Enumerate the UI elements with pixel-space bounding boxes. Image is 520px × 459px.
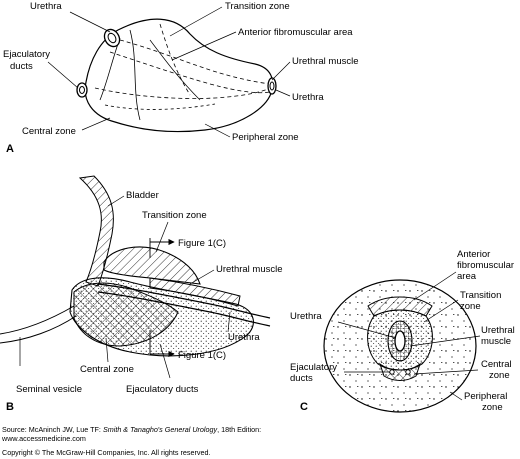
c-label-ejaculatory-1: Ejaculatory — [290, 362, 337, 373]
b-label-seminal-vesicle: Seminal vesicle — [16, 384, 82, 395]
c-label-peripheral-2: zone — [482, 402, 503, 413]
a-label-urethra-top: Urethra — [30, 1, 62, 12]
source-url: www.accessmedicine.com — [2, 434, 86, 443]
c-label-anterior-1: Anterior — [457, 249, 490, 260]
b-label-transition-zone: Transition zone — [142, 210, 207, 221]
b-label-figure-top: Figure 1(C) — [178, 238, 226, 249]
panel-b-urethral-muscle — [149, 277, 241, 307]
source-line: Source: McAninch JW, Lue TF: Smith & Tan… — [2, 425, 261, 434]
c-label-urethral-1: Urethral — [481, 325, 515, 336]
a-label-central-zone: Central zone — [22, 126, 76, 137]
source-prefix: Source: McAninch JW, Lue TF: — [2, 425, 103, 434]
a-label-transition-zone: Transition zone — [225, 1, 290, 12]
c-label-transition-1: Transition — [460, 290, 501, 301]
panel-c-letter: C — [300, 401, 308, 413]
panel-c-central-zone — [378, 362, 422, 381]
panel-b-letter: B — [6, 401, 14, 413]
b-label-figure-bottom: Figure 1(C) — [178, 350, 226, 361]
copyright-text: Copyright © The McGraw-Hill Companies, I… — [2, 448, 211, 457]
a-label-urethral-muscle: Urethral muscle — [292, 56, 359, 67]
a-label-ejaculatory-2: ducts — [10, 61, 33, 72]
source-suffix: , 18th Edition: — [217, 425, 262, 434]
a-label-anterior-fibromuscular: Anterior fibromuscular area — [238, 27, 353, 38]
panel-a-urethra-top-opening — [103, 28, 121, 48]
a-label-urethra-right: Urethra — [292, 92, 324, 103]
a-label-peripheral-zone: Peripheral zone — [232, 132, 299, 143]
panel-a-ejaculatory-opening — [76, 82, 88, 98]
c-label-transition-2: zone — [460, 301, 481, 312]
panel-b-central-zone — [73, 282, 179, 347]
c-label-anterior-3: area — [457, 271, 477, 282]
panel-a-urethra-right-opening — [267, 77, 277, 95]
c-label-peripheral-1: Peripheral — [464, 391, 507, 402]
c-label-ejaculatory-2: ducts — [290, 373, 313, 384]
c-label-anterior-2: fibromuscular — [457, 260, 514, 271]
copyright-line: Copyright © The McGraw-Hill Companies, I… — [2, 448, 210, 457]
panel-c: Anterior fibromuscular area Transition z… — [290, 249, 515, 413]
c-label-central-2: zone — [489, 370, 510, 381]
a-label-ejaculatory-1: Ejaculatory — [3, 49, 50, 60]
source-title: Smith & Tanagho's General Urology — [102, 425, 218, 434]
b-label-bladder: Bladder — [126, 190, 159, 201]
c-label-urethra: Urethra — [290, 311, 322, 322]
c-label-central-1: Central — [481, 359, 512, 370]
c-label-urethral-2: muscle — [481, 336, 511, 347]
b-label-central-zone: Central zone — [80, 364, 134, 375]
source-url-text: www.accessmedicine.com — [2, 434, 86, 443]
panel-c-urethra — [394, 330, 406, 352]
panel-a: Urethra Transition zone Anterior fibromu… — [3, 1, 359, 155]
b-label-ejaculatory-ducts: Ejaculatory ducts — [126, 384, 199, 395]
panel-b: Bladder Transition zone Figure 1(C) Uret… — [0, 175, 283, 413]
panel-b-transition-zone — [103, 246, 201, 285]
b-label-urethral-muscle: Urethral muscle — [216, 264, 283, 275]
b-label-urethra: Urethra — [228, 332, 260, 343]
panel-a-letter: A — [6, 143, 14, 155]
